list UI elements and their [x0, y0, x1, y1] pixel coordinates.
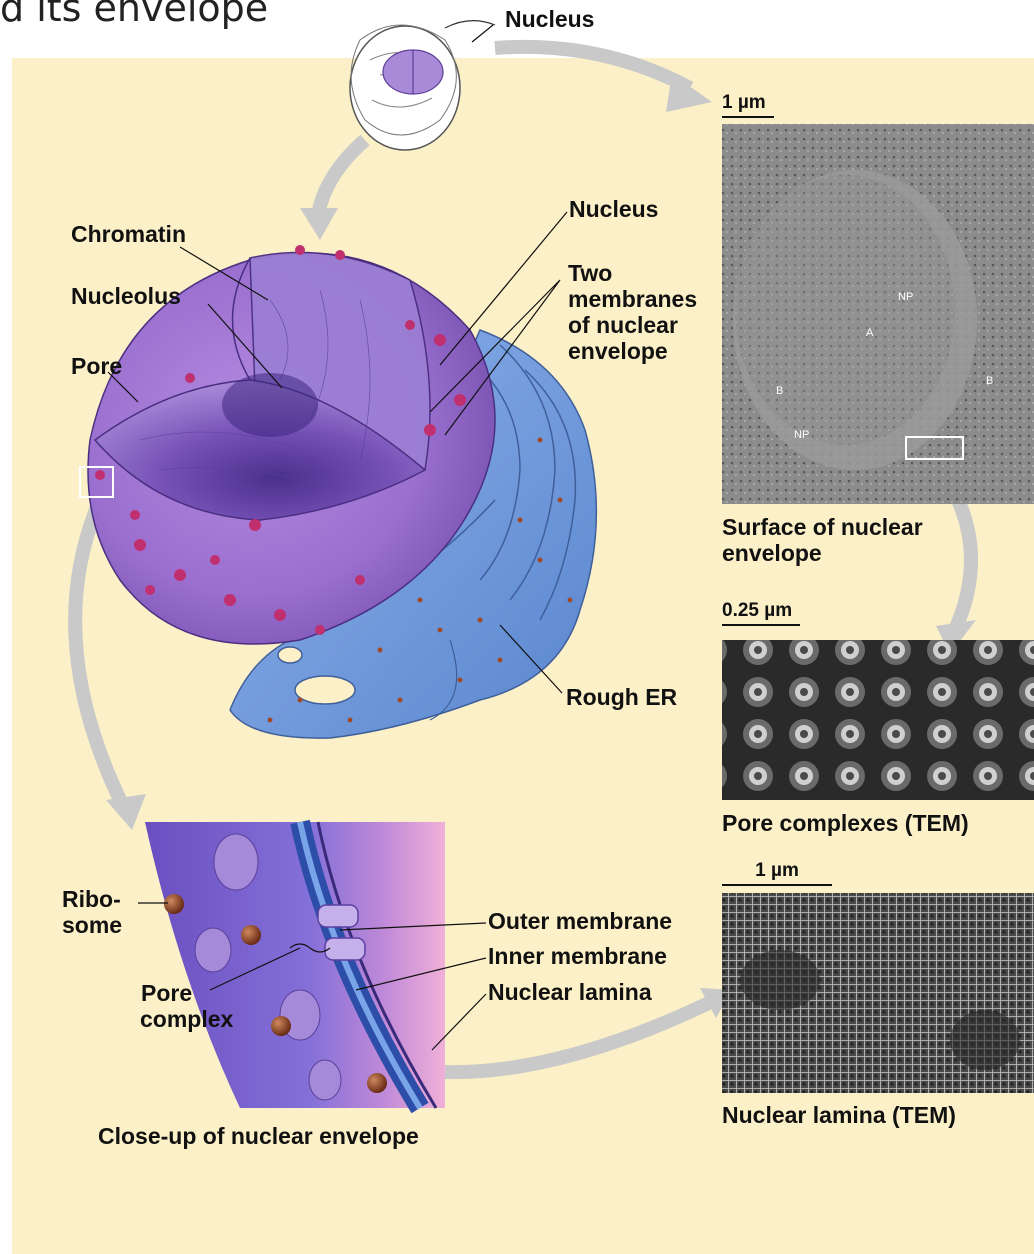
caption-pore-complexes: Pore complexes (TEM): [722, 810, 969, 836]
label-nucleolus: Nucleolus: [71, 283, 181, 309]
pore-complex-line-1: Pore: [140, 980, 233, 1006]
two-membranes-line-4: envelope: [568, 338, 697, 364]
arrow-to-surface: [495, 47, 690, 88]
label-pore: Pore: [71, 353, 122, 379]
label-nucleus: Nucleus: [569, 196, 658, 222]
caption-closeup: Close-up of nuclear envelope: [98, 1123, 419, 1149]
scalebar-lamina: 1 µm: [722, 860, 832, 886]
label-two-membranes: Two membranes of nuclear envelope: [568, 260, 697, 364]
two-membranes-line-3: of nuclear: [568, 312, 697, 338]
label-pore-complex: Pore complex: [140, 980, 233, 1032]
scalebar-pores-line: [722, 624, 800, 626]
caption-surface-line-1: Surface of nuclear: [722, 514, 923, 540]
scalebar-pores-label: 0.25 µm: [722, 600, 792, 621]
mark-b-2: B: [986, 375, 993, 387]
caption-surface: Surface of nuclear envelope: [722, 514, 923, 566]
label-outer-membrane: Outer membrane: [488, 908, 672, 934]
nuclear-envelope-closeup: [145, 822, 445, 1108]
scalebar-surface-label: 1 µm: [722, 92, 766, 113]
mark-np-2: NP: [794, 429, 809, 441]
scalebar-pores: 0.25 µm: [722, 600, 800, 626]
label-chromatin: Chromatin: [71, 221, 186, 247]
label-rough-er: Rough ER: [566, 684, 677, 710]
cell-overview: [350, 21, 495, 150]
ribosome-line-1: Ribo-: [62, 886, 122, 912]
two-membranes-line-2: membranes: [568, 286, 697, 312]
scalebar-lamina-line: [722, 884, 832, 886]
scalebar-surface-line: [722, 116, 774, 118]
label-inner-membrane: Inner membrane: [488, 943, 667, 969]
label-nucleus-top: Nucleus: [505, 6, 594, 32]
arrow-to-lamina: [445, 1000, 715, 1072]
scalebar-surface: 1 µm: [722, 92, 774, 118]
ribosome-line-2: some: [62, 912, 122, 938]
label-nuclear-lamina: Nuclear lamina: [488, 979, 652, 1005]
mark-b-1: B: [776, 385, 783, 397]
caption-surface-line-2: envelope: [722, 540, 923, 566]
arrow-to-nucleus: [318, 140, 365, 215]
mark-np-1: NP: [898, 291, 913, 303]
pore-complex-line-2: complex: [140, 1006, 233, 1032]
label-ribosome: Ribo- some: [62, 886, 122, 938]
caption-nuclear-lamina: Nuclear lamina (TEM): [722, 1102, 956, 1128]
mark-a: A: [866, 327, 874, 339]
scalebar-lamina-label: 1 µm: [755, 860, 799, 881]
micrograph-pores: [722, 640, 1034, 800]
leader-nucleus-top: [472, 25, 493, 42]
two-membranes-line-1: Two: [568, 260, 697, 286]
